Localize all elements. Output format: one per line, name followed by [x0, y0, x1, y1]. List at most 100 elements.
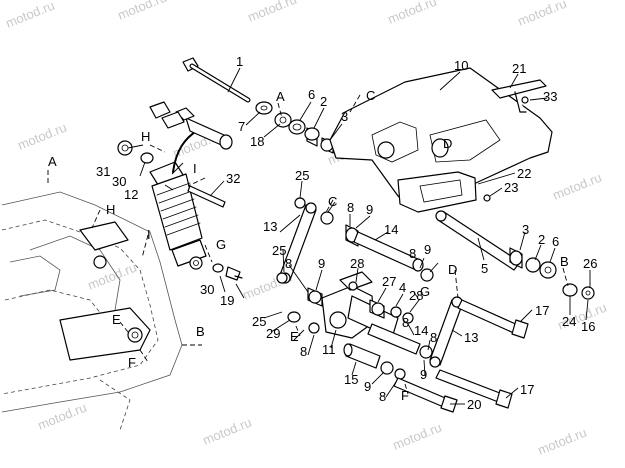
watermark-text: motod.ru: [246, 0, 299, 25]
callout-7: 7: [238, 119, 245, 134]
frame-plate: [59, 307, 151, 361]
watermark-text: motod.ru: [386, 0, 439, 27]
ref-letter-e: E: [112, 312, 121, 327]
watermark-text: motod.ru: [536, 425, 589, 458]
callout-5: 5: [481, 261, 488, 276]
watermark-text: motod.ru: [16, 120, 69, 153]
callout-9: 9: [366, 202, 373, 217]
callout-33: 33: [543, 89, 557, 104]
callout-8: 8: [430, 330, 437, 345]
callout-16: 16: [581, 319, 595, 334]
part-6-seal: [288, 119, 306, 135]
part-33-screw: [521, 96, 529, 104]
ref-letter-f: F: [128, 355, 136, 370]
ref-letter-c: C: [366, 88, 375, 103]
part-24-nut: [562, 283, 578, 297]
frame-outline: [1, 191, 183, 431]
part-18-washer: [274, 112, 292, 128]
callout-17: 17: [535, 303, 549, 318]
frame-mount-hole: [93, 255, 107, 269]
part-30-washer-upper: [140, 152, 154, 164]
watermark-text: motod.ru: [116, 0, 169, 23]
callout-29: 29: [266, 326, 280, 341]
callout-10: 10: [454, 58, 468, 73]
reference-lines: [47, 94, 569, 395]
callout-4: 4: [399, 280, 406, 295]
part-32-bolt: [187, 185, 226, 208]
callout-11: 11: [322, 342, 336, 357]
callout-22: 22: [517, 166, 531, 181]
part-14-pin-lower: [367, 323, 421, 355]
callout-17: 17: [520, 382, 534, 397]
part-8-spacer-b: [320, 211, 334, 225]
callout-30: 30: [112, 174, 126, 189]
part-8-spacer-d: [308, 322, 320, 334]
watermark-text: motod.ru: [551, 170, 604, 203]
callout-25: 25: [252, 314, 266, 329]
callout-18: 18: [250, 134, 264, 149]
watermark-text: motod.ru: [86, 260, 139, 293]
frame-bracket-upper: [79, 221, 129, 251]
part-16-cap: [581, 286, 595, 300]
part-17-bolt-upper: [457, 299, 521, 335]
part-25-washer-top: [294, 197, 306, 209]
part-7-washer: [255, 101, 273, 115]
ref-letter-a: A: [276, 89, 285, 104]
callout-3: 3: [341, 109, 348, 124]
part-28-washer: [402, 312, 414, 324]
callout-20: 20: [467, 397, 481, 412]
callout-26: 26: [583, 256, 597, 271]
part-8-spacer-e: [394, 368, 406, 380]
frame-pivot-hole: [127, 327, 143, 343]
callout-9: 9: [364, 379, 371, 394]
shock-top-clamp-2: [161, 111, 185, 129]
callout-8: 8: [285, 256, 292, 271]
ref-letter-i: I: [193, 161, 197, 176]
shock-top-clamp-1: [149, 101, 171, 119]
part-22-chain-guard: [397, 171, 477, 213]
ref-letter-i: I: [147, 227, 151, 242]
watermark-text: motod.ru: [516, 0, 569, 29]
part-9-seal-c: [380, 361, 394, 375]
callout-8: 8: [379, 389, 386, 404]
callout-8: 8: [347, 200, 354, 215]
leader-lines: [127, 67, 591, 405]
ref-letter-f: F: [401, 388, 409, 403]
ref-letter-h: H: [141, 129, 150, 144]
ref-letter-h: H: [106, 202, 115, 217]
watermark-text: motod.ru: [201, 415, 254, 448]
callout-31: 31: [96, 164, 110, 179]
callout-3: 3: [522, 222, 529, 237]
callout-9: 9: [420, 367, 427, 382]
callout-2: 2: [320, 94, 327, 109]
callout-32: 32: [226, 171, 240, 186]
callout-25: 25: [272, 243, 286, 258]
ref-letter-c: C: [328, 194, 337, 209]
part-1-bolt: [182, 57, 251, 103]
callout-24: 24: [562, 314, 576, 329]
callout-27: 27: [382, 274, 396, 289]
part-25-washer-mid: [276, 272, 288, 284]
part-23-screw: [483, 194, 491, 202]
ref-letter-e: E: [290, 329, 299, 344]
part-31-nut: [117, 140, 133, 156]
callout-8: 8: [409, 246, 416, 261]
part-30-washer-lower: [212, 263, 224, 273]
callout-2: 2: [538, 232, 545, 247]
callout-12: 12: [124, 187, 138, 202]
reference-letters: A A B B C C D D E E F F G G H H I I: [48, 88, 569, 403]
ref-letter-g: G: [420, 284, 430, 299]
ref-letter-b: B: [196, 324, 205, 339]
callout-19: 19: [220, 293, 234, 308]
callout-numbers: 1 2 2 3 3 4 5 6 6 7 8 8 8 8 8 8 8 9 9 9 …: [96, 54, 597, 412]
ref-letter-d: D: [448, 262, 457, 277]
ref-letter-a: A: [48, 154, 57, 169]
watermark-text: motod.ru: [391, 420, 444, 453]
callout-6: 6: [552, 234, 559, 249]
callout-9: 9: [424, 242, 431, 257]
part-12-shock-absorber: [149, 107, 233, 270]
watermark-text: motod.ru: [4, 0, 57, 31]
callout-8: 8: [300, 344, 307, 359]
